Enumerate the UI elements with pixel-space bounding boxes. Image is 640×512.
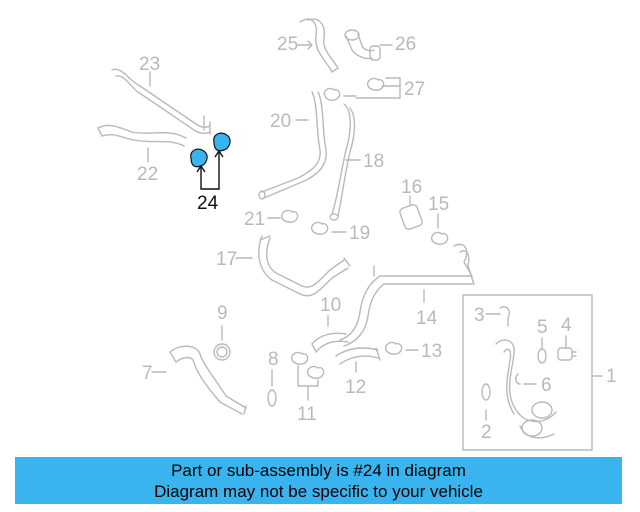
part-3-clip [499,306,510,327]
callout-21: 21 [244,209,266,230]
callout-2: 2 [481,422,492,443]
part-8-oring [267,389,277,407]
part-13-clamp [384,341,403,355]
part-19-clamp [310,221,329,235]
part-21-clamp [280,209,299,223]
callout-22: 22 [137,164,159,185]
callout-16: 16 [401,177,423,198]
callout-4: 4 [561,315,572,336]
callout-7: 7 [142,363,153,384]
part-14-hose [339,243,475,347]
callout-19: 19 [349,223,371,244]
callout-8: 8 [268,349,279,370]
arrow-24 [196,149,224,190]
callout-3: 3 [474,305,485,326]
callout-26: 26 [395,34,417,55]
banner-line-1: Part or sub-assembly is #24 in diagram [171,461,466,480]
part-18-pipe [329,103,356,221]
callout-13: 13 [421,341,443,362]
part-12-hose [335,347,381,365]
callout-24: 24 [197,193,219,214]
part-16-connector [399,204,423,230]
part-22-hose [97,124,187,147]
callout-10: 10 [320,295,342,316]
part-11-clamps [290,351,325,401]
part-1-box [462,294,593,451]
part-2-oring [481,383,491,401]
callout-11: 11 [297,404,317,425]
part-17-pipe [258,235,351,297]
callout-6: 6 [541,375,552,396]
part-23-pipe [111,68,211,135]
callout-25: 25 [277,34,299,55]
callout-9: 9 [217,303,228,324]
callout-12: 12 [345,377,367,398]
part-10-hose [311,332,349,353]
callout-14: 14 [416,308,438,329]
callout-27: 27 [404,79,426,100]
part-1-assembly-pipe [495,339,557,439]
part-24-highlight [190,132,231,168]
part-7-pipe [169,345,247,415]
part-26-elbow [344,29,381,61]
part-25-hose [299,18,339,73]
part-15-clamp [430,231,449,245]
part-27-clamps [323,77,401,101]
callout-1: 1 [606,366,617,387]
banner-line-2: Diagram may not be specific to your vehi… [154,482,483,501]
part-6-clip [515,373,521,385]
callout-18: 18 [363,151,385,172]
callout-5: 5 [537,317,548,338]
part-5-oring [537,348,547,364]
arrow-25 [297,40,313,50]
callout-20: 20 [270,111,292,132]
callout-23: 23 [139,54,161,75]
part-4-fitting [557,347,577,361]
parts-diagram [97,18,603,451]
info-banner: Part or sub-assembly is #24 in diagram D… [15,457,622,504]
part-9-ring [213,343,231,361]
part-20-pipe [258,91,327,200]
callout-15: 15 [428,194,450,215]
callout-17: 17 [216,249,238,270]
